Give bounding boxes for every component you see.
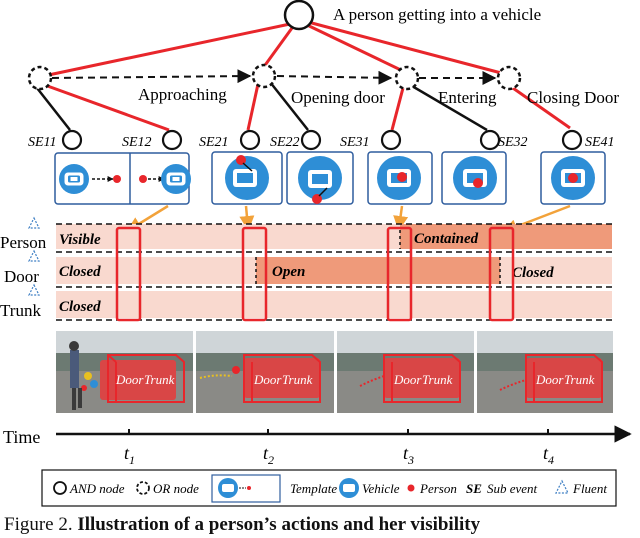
template-approaching: [54, 152, 191, 205]
root-label: A person getting into a vehicle: [333, 5, 541, 24]
legend-se-label: Sub event: [487, 481, 538, 496]
row-label-person: Person: [0, 233, 47, 252]
or-node-entering: [394, 65, 420, 91]
legend-or-label: OR node: [153, 481, 199, 496]
legend-and-label: AND node: [69, 481, 125, 496]
or-label-opening-door: Opening door: [291, 88, 385, 107]
frame1-door-label: Door: [115, 372, 144, 387]
fluent-rows: [56, 223, 612, 321]
template-closing-door: [540, 151, 606, 205]
caption-bold: Illustration of a person’s actions and h…: [77, 514, 481, 535]
legend-se-abbr: SE: [466, 481, 482, 496]
se31-label: SE31: [340, 135, 370, 150]
and-node-se32: [479, 129, 501, 151]
frame4-door-label: Door: [535, 372, 564, 387]
legend-fluent-label: Fluent: [572, 481, 607, 496]
se11-label: SE11: [28, 135, 57, 150]
fluent-door-closed-1: Closed: [59, 264, 101, 280]
legend-vehicle-label: Vehicle: [362, 481, 400, 496]
figure-caption: Figure 2. Illustration of a person’s act…: [4, 514, 640, 536]
time-instant-boxes: [115, 226, 515, 322]
legend-person-label: Person: [419, 481, 457, 496]
or-label-approaching: Approaching: [138, 85, 227, 104]
template-opening-door: [211, 151, 354, 205]
legend-fluent-icon: [555, 479, 569, 494]
template-entering: [367, 151, 507, 205]
fluent-door-open: Open: [272, 264, 305, 280]
or-label-closing-door: Closing Door: [527, 88, 619, 107]
legend: AND node OR node Template Vehicle Person…: [41, 469, 617, 507]
video-frame-3: Door Trunk: [337, 331, 474, 413]
and-node-se41: [561, 129, 583, 151]
fluent-person-contained: Contained: [414, 231, 479, 247]
and-node-se12: [161, 129, 183, 151]
caption-prefix: Figure 2.: [4, 514, 73, 535]
frame1-trunk-label: Trunk: [144, 372, 175, 387]
frame2-door-label: Door: [253, 372, 282, 387]
frame2-trunk-label: Trunk: [282, 372, 313, 387]
or-node-opening-door: [251, 63, 277, 89]
se12-label: SE12: [122, 135, 152, 150]
fluent-person-visible: Visible: [59, 232, 101, 248]
or-label-entering: Entering: [438, 88, 497, 107]
video-frame-1: Door Trunk: [56, 331, 193, 413]
or-node-closing-door: [496, 65, 522, 91]
and-node-se22: [300, 129, 322, 151]
legend-person-icon: [407, 484, 415, 492]
se22-label: SE22: [270, 135, 300, 150]
fluent-door-closed-2: Closed: [512, 265, 554, 281]
and-node-se21: [239, 129, 261, 151]
legend-template-label: Template: [290, 481, 337, 496]
legend-or-icon: [136, 481, 150, 495]
frame3-door-label: Door: [393, 372, 422, 387]
and-node-se31: [380, 129, 402, 151]
row-label-trunk: Trunk: [0, 301, 41, 320]
se21-label: SE21: [199, 135, 229, 150]
and-node-se11: [61, 129, 83, 151]
time-label: Time: [3, 427, 40, 447]
row-label-door: Door: [4, 267, 39, 286]
fluent-labels: Person Door Trunk: [0, 216, 47, 320]
video-frame-4: Door Trunk: [477, 331, 613, 413]
fluent-trunk-closed: Closed: [59, 299, 101, 315]
tick-label-t3: t3: [403, 443, 414, 467]
frame4-trunk-label: Trunk: [564, 372, 595, 387]
se41-label: SE41: [585, 135, 615, 150]
video-frame-2: Door Trunk: [196, 331, 334, 413]
se32-label: SE32: [498, 135, 528, 150]
or-node-approaching: [27, 65, 53, 91]
root-and-node: [283, 0, 315, 31]
tick-label-t4: t4: [543, 443, 554, 467]
tick-label-t1: t1: [124, 443, 135, 467]
tick-label-t2: t2: [263, 443, 274, 467]
legend-and-icon: [53, 481, 67, 495]
tree-edges: [36, 20, 571, 132]
frame3-trunk-label: Trunk: [422, 372, 453, 387]
